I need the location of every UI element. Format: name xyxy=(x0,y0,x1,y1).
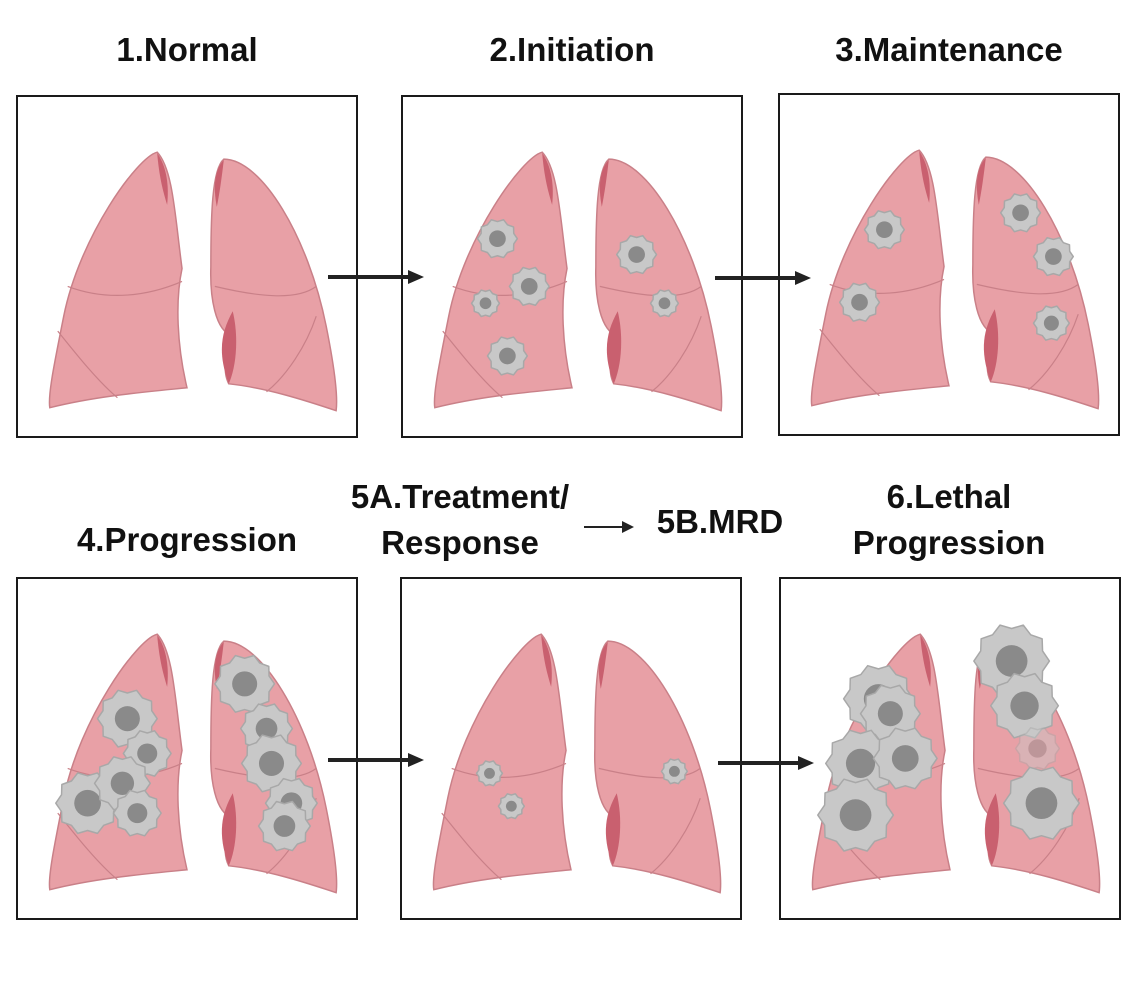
arrow-4-to-5 xyxy=(328,753,424,767)
arrow-2-to-3 xyxy=(715,271,811,285)
tumor-nodule xyxy=(838,282,881,322)
right-lung xyxy=(594,640,722,894)
lung-illustration xyxy=(48,151,338,412)
lung-illustration xyxy=(48,633,338,894)
left-lung xyxy=(810,149,950,407)
stage-3-title: 3.Maintenance xyxy=(835,31,1063,68)
tumor-nodule xyxy=(649,289,680,318)
arrow-5a-to-5b xyxy=(584,521,634,533)
tumor-nodule xyxy=(1014,726,1061,771)
panel-maintenance xyxy=(778,93,1120,436)
lung-illustration xyxy=(811,624,1101,894)
panel-progression xyxy=(16,577,358,920)
tumor-nodule xyxy=(112,789,162,837)
tumor-nodule xyxy=(486,336,529,376)
panel-treatment-response xyxy=(400,577,742,920)
lung-illustration xyxy=(433,151,723,412)
stage-1-title: 1.Normal xyxy=(116,31,258,68)
tumor-nodule xyxy=(508,266,550,307)
left-lung xyxy=(432,633,572,891)
tumor-nodule xyxy=(817,778,895,852)
tumor-nodule xyxy=(470,289,501,318)
panel-normal xyxy=(16,95,358,438)
stage-2-title: 2.Initiation xyxy=(489,31,655,68)
tumor-nodule xyxy=(990,672,1060,739)
tumor-nodule xyxy=(257,800,312,852)
tumor-nodule xyxy=(999,193,1042,233)
tumor-nodule xyxy=(240,734,303,793)
stage-5a-title-line1: 5A.Treatment/ xyxy=(350,478,570,515)
tumor-nodule xyxy=(497,793,526,820)
tumor-nodule xyxy=(1032,305,1071,341)
tumor-nodule xyxy=(863,210,906,250)
tumor-nodule xyxy=(660,758,689,785)
right-lung xyxy=(210,158,338,412)
tumor-nodule xyxy=(1002,766,1080,840)
tumor-nodule xyxy=(872,727,938,790)
tumor-nodule xyxy=(476,219,519,259)
panel-lethal-progression xyxy=(779,577,1121,920)
stage-5b-title: 5B.MRD xyxy=(656,503,784,540)
left-lung xyxy=(433,151,573,409)
arrow-5-to-6 xyxy=(718,756,814,770)
lung-illustration xyxy=(810,149,1100,410)
stage-6-title-line1: 6.Lethal xyxy=(886,478,1012,515)
stage-4-title: 4.Progression xyxy=(76,521,298,558)
tumor-nodule xyxy=(475,760,504,787)
right-lung xyxy=(595,158,723,412)
stage-6-title-line2: Progression xyxy=(852,524,1046,561)
tumor-nodule xyxy=(214,654,276,713)
tumor-nodule xyxy=(615,234,658,275)
right-lung xyxy=(972,156,1100,410)
panel-initiation xyxy=(401,95,743,438)
tumor-nodule xyxy=(859,684,921,743)
stage-5a-title-line2: Response xyxy=(381,524,539,561)
tumor-nodule xyxy=(1032,236,1075,277)
lung-illustration xyxy=(432,633,722,894)
left-lung xyxy=(48,151,188,409)
arrow-1-to-2 xyxy=(328,270,424,284)
